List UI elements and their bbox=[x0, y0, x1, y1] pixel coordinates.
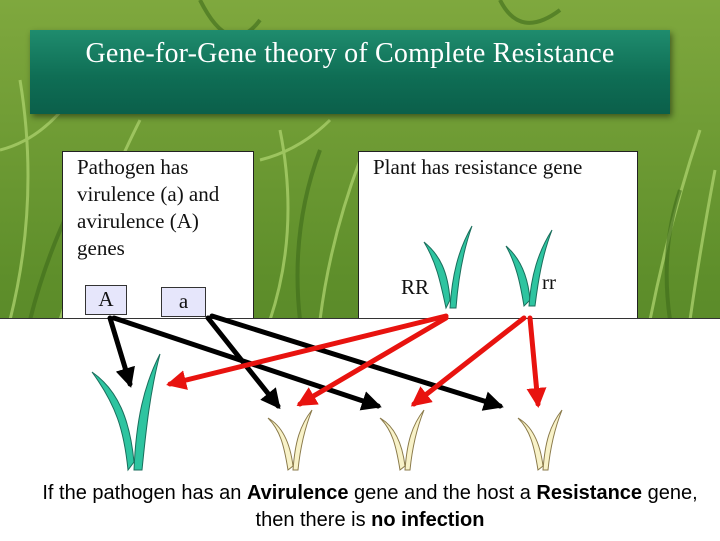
susceptible-genotype-label: rr bbox=[542, 270, 556, 294]
plant-description: Plant has resistance gene bbox=[373, 155, 583, 179]
infected-plant-3-icon bbox=[517, 409, 563, 471]
plant-seedling-RR-icon bbox=[423, 225, 473, 310]
virulence-gene-label: a bbox=[161, 287, 206, 317]
arrow-a-to-plant-3 bbox=[209, 313, 504, 411]
title-banner: Gene-for-Gene theory of Complete Resista… bbox=[30, 30, 670, 114]
arrow-RR-to-healthy bbox=[166, 313, 449, 390]
caption-avirulence: Avirulence bbox=[246, 482, 349, 504]
arrow-rr-to-plant-2 bbox=[410, 315, 527, 407]
caption-part-2: gene and the host a bbox=[348, 482, 537, 504]
caption-resistance: Resistance bbox=[536, 482, 643, 504]
caption-part-3: gene, then there is bbox=[255, 482, 698, 531]
arrow-a-to-plant-1 bbox=[205, 315, 281, 410]
caption-no-infection: no infection bbox=[371, 509, 485, 531]
caption-part-1: If the pathogen has an bbox=[42, 482, 247, 504]
arrow-A-to-healthy bbox=[107, 315, 135, 388]
slide-title: Gene-for-Gene theory of Complete Resista… bbox=[85, 38, 615, 69]
healthy-plant-icon bbox=[91, 353, 161, 472]
resistant-genotype-label: RR bbox=[401, 275, 430, 299]
pathogen-box: Pathogen has virulence (a) and avirulenc… bbox=[62, 151, 254, 321]
conclusion-caption: If the pathogen has an Avirulence gene a… bbox=[40, 480, 700, 534]
avirulence-gene-label: A bbox=[85, 285, 127, 315]
arrow-RR-to-plant-1 bbox=[296, 315, 449, 407]
plant-box: Plant has resistance gene RR rr bbox=[358, 151, 638, 321]
infected-plant-2-icon bbox=[379, 409, 425, 471]
arrow-rr-to-plant-3 bbox=[526, 315, 547, 408]
infected-plant-1-icon bbox=[267, 409, 313, 471]
pathogen-description: Pathogen has virulence (a) and avirulenc… bbox=[77, 155, 220, 260]
plant-seedling-rr-icon bbox=[505, 229, 553, 308]
